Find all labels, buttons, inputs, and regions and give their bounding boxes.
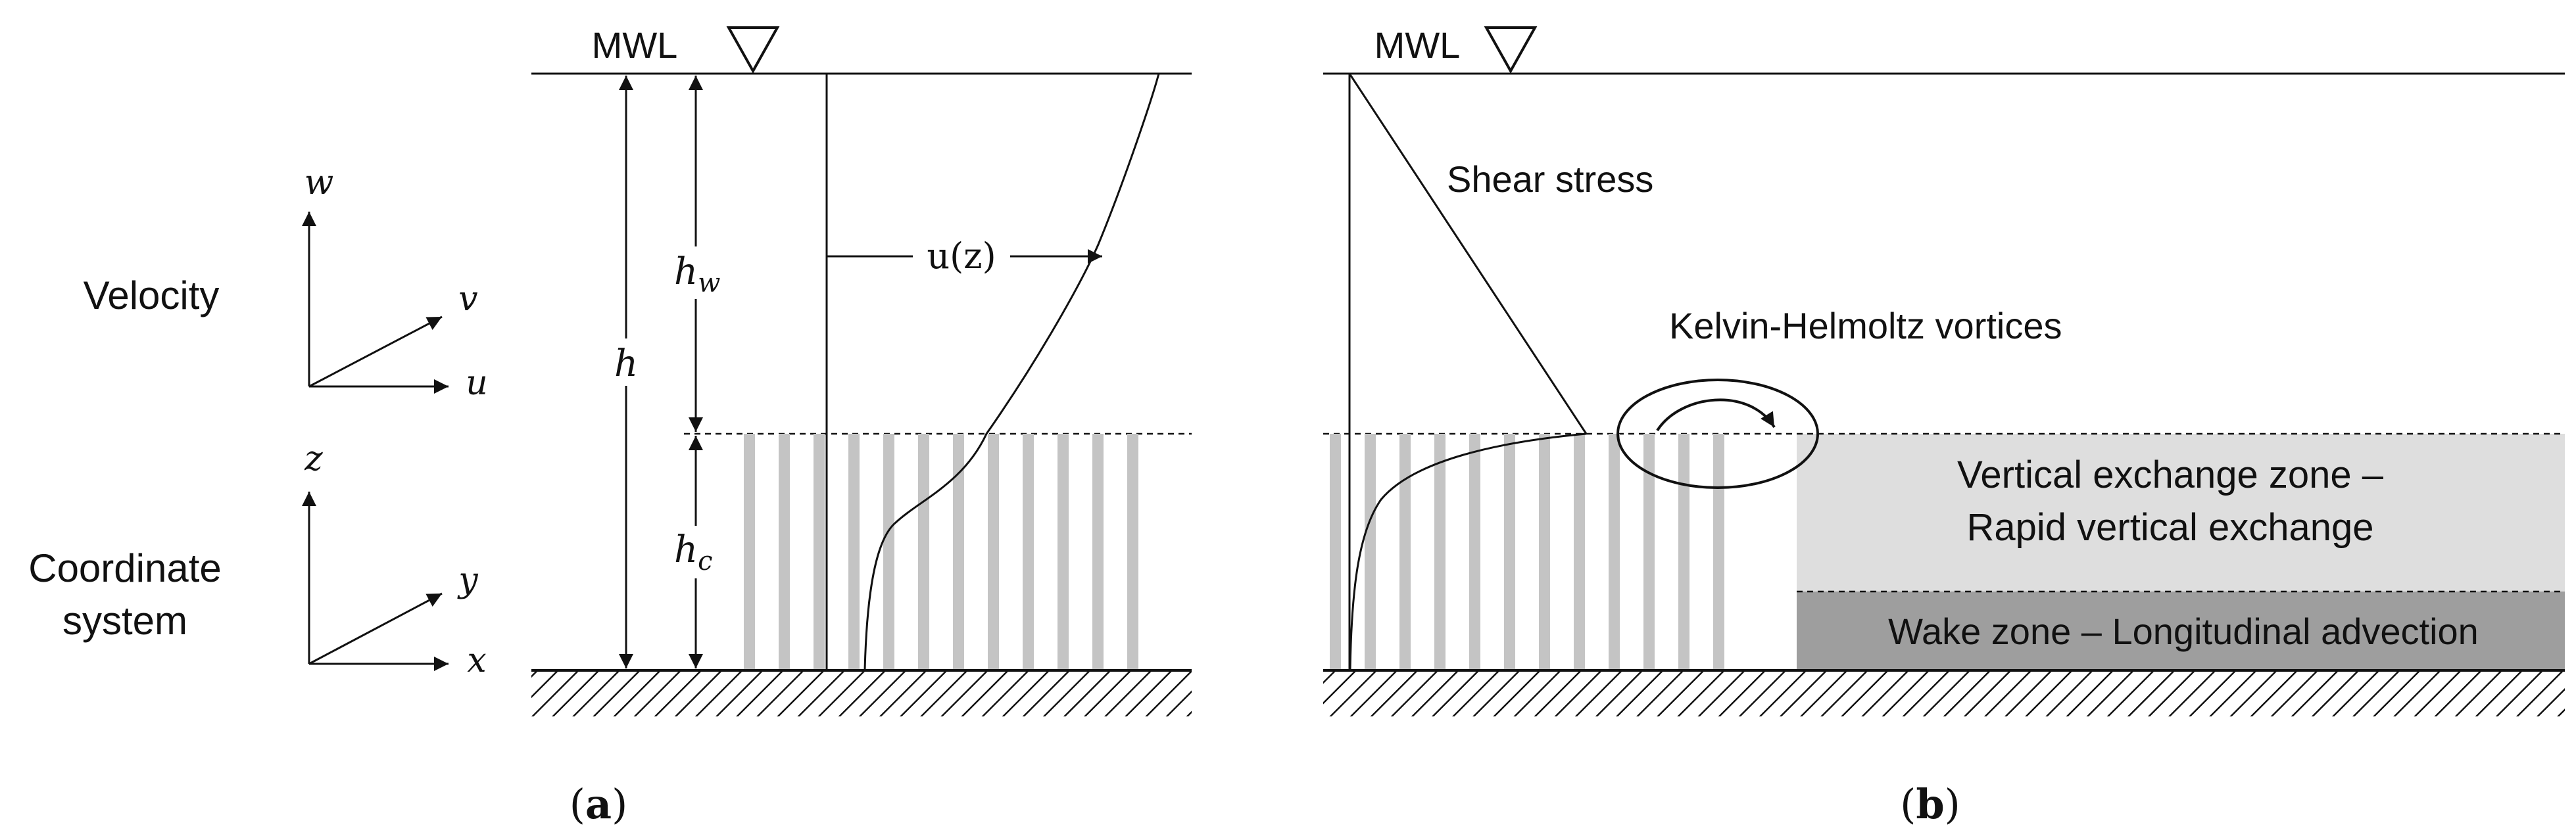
vegetation-stems-b [1330,434,1724,670]
axis-w-label: w [304,163,334,202]
panel-a: Velocity Coordinate system w v u z y x M… [28,24,1192,828]
coordinate-label: Coordinate [28,546,222,590]
coordinate-axes [302,492,449,671]
vegetation-stems [744,434,1138,670]
mwl-label: MWL [592,24,678,66]
shear-stress-label: Shear stress [1447,158,1653,200]
vortex-rotation-arrow [1656,398,1776,432]
vortex-ellipse [1616,379,1819,489]
axis-x-label: x [467,641,486,680]
wake-zone-label: Wake zone – Longitudinal advection [1888,611,2479,652]
axis-v-label: v [458,279,477,319]
channel-bed-b [1323,670,2565,716]
mwl-label-b: MWL [1374,24,1461,66]
velocity-axes [302,212,449,394]
shear-stress-line [1348,73,1588,434]
panel-a-label: (a) [570,780,628,828]
water-level-triangle-icon-b [1484,26,1538,74]
axis-z-label: z [304,439,323,478]
axis-y-label: y [457,561,478,600]
uz-label: u(z) [927,235,996,277]
shear-stress-curve [1349,432,1587,671]
vertical-zone-label: Vertical exchange zone – [1957,454,2384,496]
hc-label: hc [674,528,712,576]
velocity-label: Velocity [84,273,220,317]
velocity-profile-curve [863,73,1160,671]
vertical-exchange-zone [1797,434,2565,592]
panel-b: MWL Shear stres [1323,24,2565,828]
axis-u-label: u [466,363,488,403]
channel-bed [531,670,1192,716]
vortices-label: Kelvin-Helmoltz vortices [1669,305,2062,346]
vertical-zone-label-line2: Rapid vertical exchange [1966,506,2373,549]
panel-b-label: (b) [1900,780,1960,828]
hw-label: hw [674,250,720,298]
water-level-triangle-icon [726,26,780,74]
h-label: h [614,342,638,385]
wake-zone [1797,592,2565,670]
coordinate-label-system: system [62,599,187,643]
